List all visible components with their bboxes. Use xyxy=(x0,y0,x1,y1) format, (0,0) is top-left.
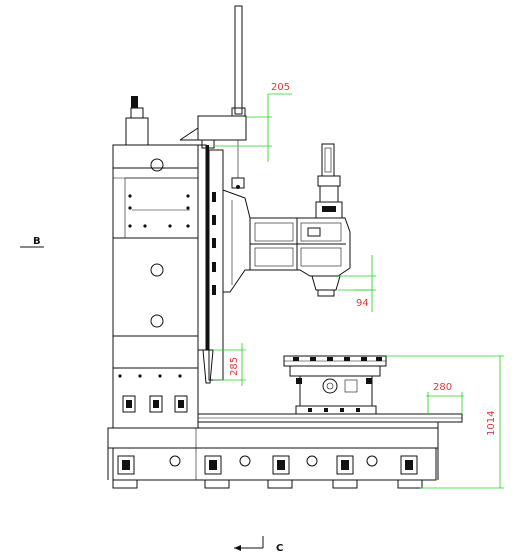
saddle-rails xyxy=(197,413,463,429)
view-label-c: C xyxy=(276,543,283,554)
dimension-280: 280 xyxy=(433,382,452,393)
dimension-1014: 1014 xyxy=(486,411,497,436)
view-marker-b: B xyxy=(20,236,44,248)
headstock xyxy=(222,189,351,297)
dimension-94: 94 xyxy=(356,298,369,309)
view-marker-c: C xyxy=(234,536,283,554)
dimension-lines xyxy=(213,93,504,489)
top-bracket xyxy=(179,5,247,189)
counterweight-cylinder xyxy=(125,96,149,146)
worktable xyxy=(283,355,387,415)
column xyxy=(112,144,199,429)
spindle-motor xyxy=(315,143,343,219)
machine-base xyxy=(107,427,439,489)
view-label-b: B xyxy=(33,236,41,247)
vertical-guide xyxy=(197,144,224,384)
dimension-285: 285 xyxy=(229,357,240,376)
dimension-205: 205 xyxy=(271,82,290,93)
